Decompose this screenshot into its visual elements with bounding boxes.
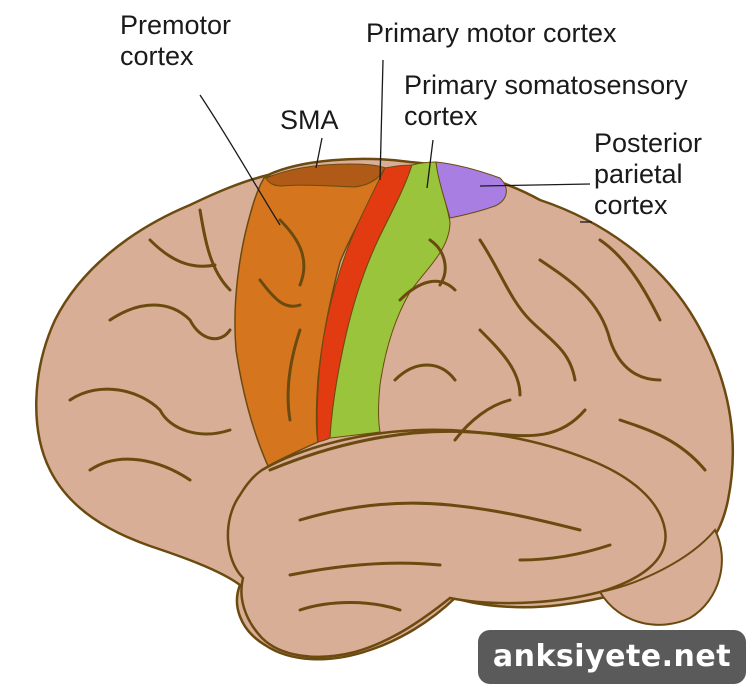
premotor-cortex-label: Premotor cortex [120,10,231,72]
label-line: cortex [120,41,231,72]
primary-somatosensory-cortex-label: Primary somatosensory cortex [404,70,688,132]
label-line: Premotor [120,10,231,41]
sma-region [266,164,385,187]
temporal-lobe [228,430,666,657]
label-line: Primary motor cortex [366,18,617,49]
label-line: cortex [594,190,702,221]
sma-label: SMA [280,105,339,136]
label-line: Posterior [594,128,702,159]
label-line: SMA [280,105,339,136]
label-line: parietal [594,159,702,190]
label-line: Primary somatosensory [404,70,688,101]
primary-motor-cortex-label: Primary motor cortex [366,18,617,49]
posterior-parietal-cortex-label: Posterior parietal cortex [594,128,702,221]
watermark-badge: anksiyete.net [478,630,746,684]
